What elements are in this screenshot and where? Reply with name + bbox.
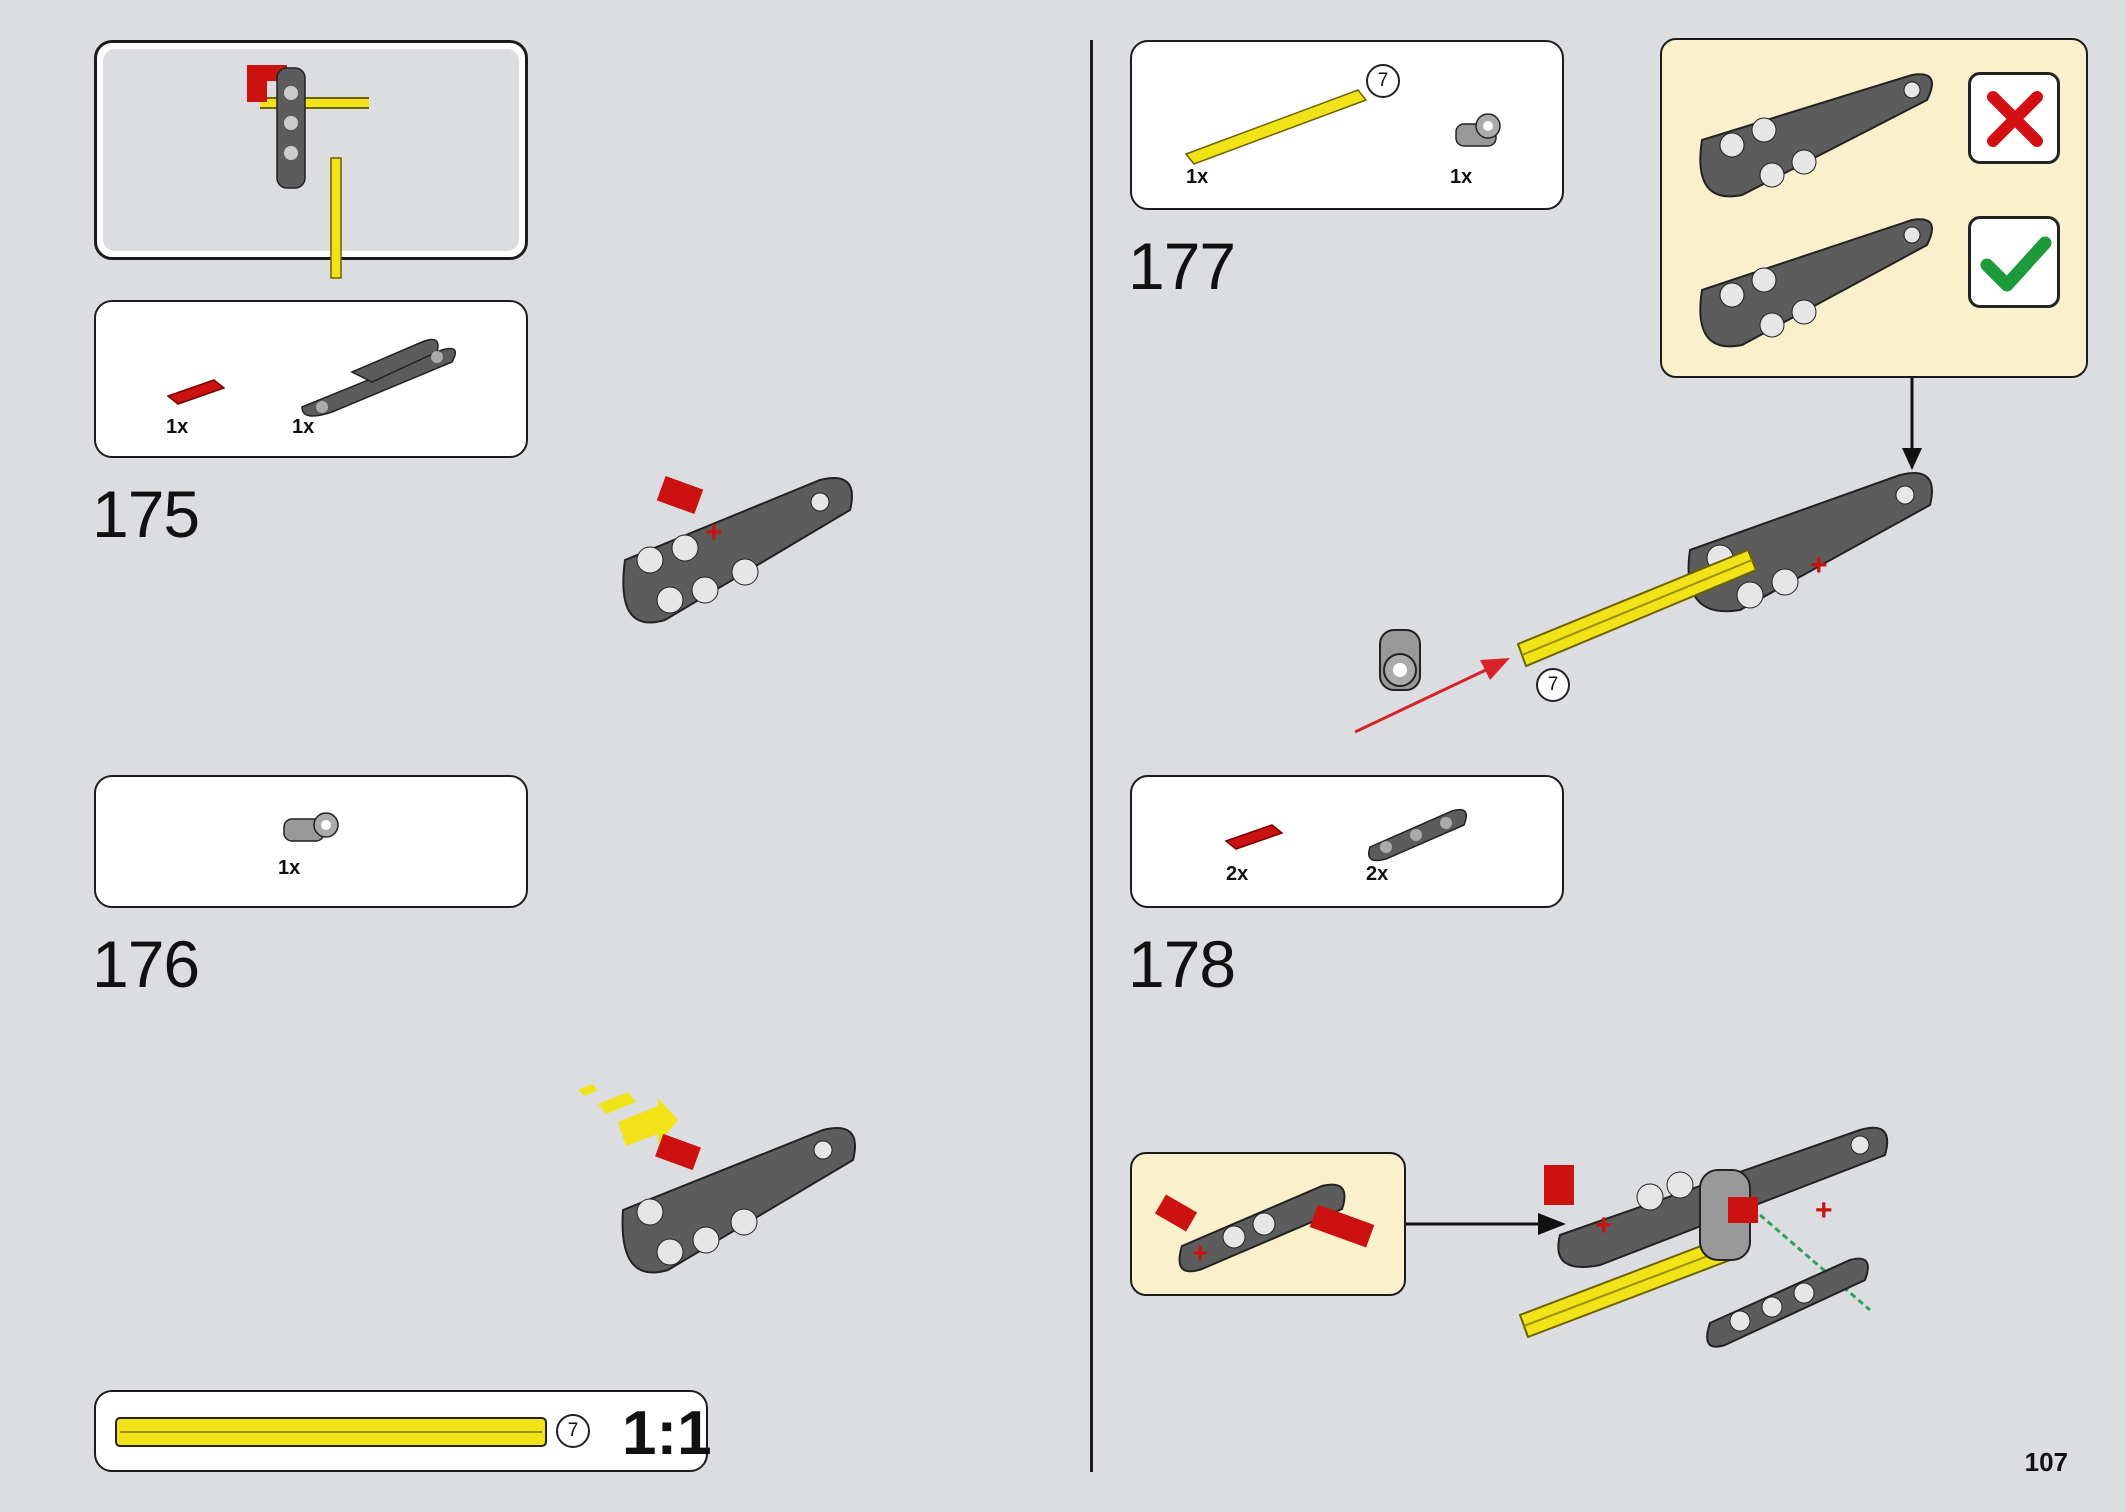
step-175-assembly-image: + (622, 475, 853, 624)
step-number: 178 (1128, 927, 1236, 1001)
step-178-parts-box: 2x 2x (1130, 775, 1564, 908)
wrong-orientation-image (1699, 73, 1933, 198)
part-qty: 1x (292, 416, 315, 438)
svg-text:+: + (1192, 1237, 1208, 1268)
page-number: 107 (2024, 1447, 2068, 1477)
yellow-axle-ruler (115, 1417, 547, 1447)
right-icon-box (1968, 216, 2060, 308)
svg-text:+: + (705, 516, 723, 549)
gray-connector-part-icon (283, 812, 339, 842)
step-number: 175 (92, 477, 200, 551)
step-177-assembly-image: + (1354, 472, 1933, 734)
subassembly-preview-image (247, 65, 369, 279)
subassembly-callout: + (1130, 1152, 1406, 1296)
part-qty: 1x (1186, 166, 1209, 188)
step-number: 176 (92, 927, 200, 1001)
step-178-assembly-image: + + (1518, 1126, 1889, 1348)
svg-text:+: + (1815, 1194, 1833, 1227)
axle-length-callout: 7 (1366, 64, 1400, 98)
part-qty: 1x (278, 857, 301, 879)
red-pin-part-icon (166, 379, 226, 405)
green-check-icon (1980, 236, 2052, 292)
axle-length-callout: 7 (1536, 668, 1570, 702)
gray-double-beam-part-icon (301, 338, 457, 417)
step-number: 177 (1128, 229, 1236, 303)
svg-text:+: + (1595, 1209, 1613, 1242)
part-qty: 2x (1366, 863, 1389, 885)
scale-label: 1:1 (622, 1399, 712, 1468)
gray-connector-part-icon (1455, 113, 1501, 147)
axle-length-callout: 7 (556, 1414, 590, 1448)
page-divider (1090, 40, 1093, 1472)
red-pin-part-icon (1224, 824, 1284, 850)
part-qty: 1x (1450, 166, 1473, 188)
subassembly-preview-box (94, 40, 528, 279)
part-qty: 1x (166, 416, 189, 438)
callout-arrow (1902, 378, 1922, 470)
step-177-parts-box: 7 1x 1x (1130, 40, 1564, 210)
subassembly-arrow (1406, 1213, 1566, 1235)
red-x-icon (1987, 91, 2043, 147)
step-176-assembly-image (578, 1084, 856, 1274)
scale-ruler-box: 7 1:1 (94, 1390, 712, 1472)
beam-with-pins-image: + (1154, 1183, 1375, 1273)
step-176-parts-box: 1x (94, 775, 528, 908)
yellow-axle-part-icon (1184, 89, 1368, 165)
svg-text:+: + (1810, 549, 1828, 582)
wrong-icon-box (1968, 72, 2060, 164)
orientation-callout (1660, 38, 2088, 378)
part-qty: 2x (1226, 863, 1249, 885)
gray-beam-part-icon (1368, 808, 1467, 862)
right-orientation-image (1699, 218, 1933, 348)
step-175-parts-box: 1x 1x (94, 300, 528, 458)
